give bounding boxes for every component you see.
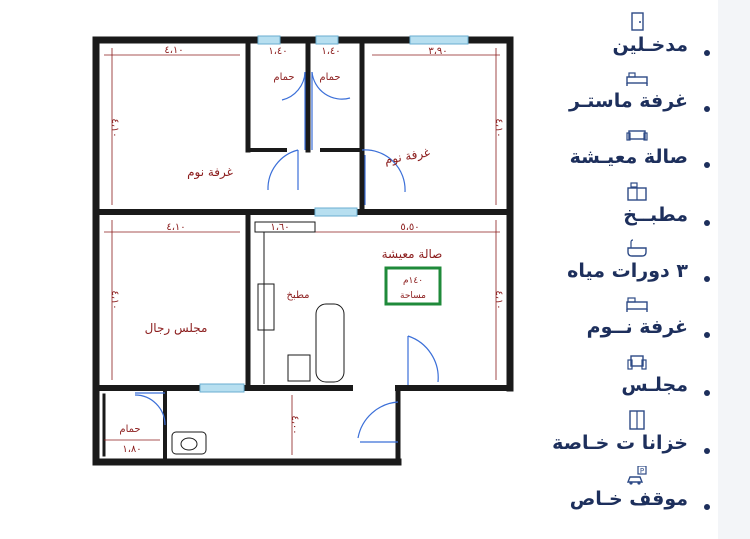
room-majlis: مجلس رجال xyxy=(145,321,208,336)
area-box-label: مساحة xyxy=(400,291,426,301)
dimension-label: ٤،١٠ xyxy=(164,45,183,56)
feature-label: مطبــخ xyxy=(623,204,688,226)
bullet-icon xyxy=(704,220,710,226)
feature-item: غرفة نــوم xyxy=(488,292,688,340)
feature-item: خزانا ت خـاصة xyxy=(488,408,688,456)
bathtub-icon xyxy=(627,239,647,257)
bullet-icon xyxy=(704,504,710,510)
dimension-label: ٤،١٠ xyxy=(166,222,185,233)
windows xyxy=(199,35,469,393)
feature-item: صالة معيـشة xyxy=(488,122,688,170)
bullet-icon xyxy=(704,162,710,168)
feature-label: صالة معيـشة xyxy=(569,146,688,168)
bullet-icon xyxy=(704,50,710,56)
kitchen-icon xyxy=(627,182,647,201)
features-list: مدخـلين غرفة ماستـر صالة معيـشة مطبــخ ٣ دور… xyxy=(520,0,750,539)
kitchen-fixtures xyxy=(254,221,345,384)
armchair-icon xyxy=(627,355,647,370)
dimension-lines xyxy=(104,48,500,455)
bullet-icon xyxy=(704,448,710,454)
room-labels: غرفة نوم غرفة نوم حمام حمام حمام صالة مع… xyxy=(119,72,442,435)
parking-icon: P xyxy=(626,466,647,485)
bullet-icon xyxy=(704,276,710,282)
feature-item: ٣ دورات مياه xyxy=(488,236,688,284)
area-box: ١٤٠م مساحة xyxy=(384,266,442,306)
walls xyxy=(92,36,514,466)
dimension-label: ٤،١٠ xyxy=(493,118,504,137)
room-bedroom-left: غرفة نوم xyxy=(187,165,233,180)
svg-text:P: P xyxy=(640,467,644,475)
dimension-label: ١،٤٠ xyxy=(268,46,287,57)
dimension-label: ٤،١٠ xyxy=(109,118,120,137)
feature-item: مجلـس xyxy=(488,350,688,398)
feature-item: غرفة ماستـر xyxy=(488,66,688,114)
wardrobe-icon xyxy=(629,410,645,430)
room-kitchen: مطبخ xyxy=(286,290,309,301)
feature-label: مدخـلين xyxy=(612,34,688,56)
feature-label: ٣ دورات مياه xyxy=(567,260,688,282)
bullet-icon xyxy=(704,106,710,112)
dimension-labels: ٤،١٠ ١،٤٠ ١،٤٠ ٣،٩٠ ٤،١٠ ٤،١٠ ٤،١٠ ١،٦٠ … xyxy=(109,45,504,455)
feature-label: موقف خـاص xyxy=(569,488,688,510)
dimension-label: ٤،١٠ xyxy=(109,290,120,309)
room-bedroom-right: غرفة نوم xyxy=(384,145,432,168)
entrance-door-icon xyxy=(631,12,644,31)
dimension-label: ٤،١٠ xyxy=(493,290,504,309)
room-bath-2: حمام xyxy=(319,72,340,83)
room-bath-3: حمام xyxy=(119,424,140,435)
dimension-label: ٣،٩٠ xyxy=(428,46,447,57)
feature-item: مدخـلين xyxy=(488,10,688,58)
side-strip xyxy=(718,0,750,539)
dimension-label: ١،٨٠ xyxy=(122,444,141,455)
bullet-icon xyxy=(704,390,710,396)
bullet-icon xyxy=(704,332,710,338)
area-box-value: ١٤٠م xyxy=(403,276,423,286)
feature-item: P موقف خـاص xyxy=(488,464,688,512)
feature-label: غرفة نــوم xyxy=(586,316,688,338)
dimension-label: ٤،٠٠ xyxy=(289,415,300,434)
room-bath-1: حمام xyxy=(273,72,294,83)
dimension-label: ٥،٥٠ xyxy=(400,222,419,233)
feature-label: مجلـس xyxy=(621,374,688,396)
dimension-label: ١،٤٠ xyxy=(321,46,340,57)
room-living: صالة معيشة xyxy=(382,247,443,261)
sofa-icon xyxy=(626,130,648,141)
bed-icon xyxy=(626,297,648,312)
toilet-fixture xyxy=(171,431,207,455)
feature-label: غرفة ماستـر xyxy=(568,90,688,112)
dimension-label: ١،٦٠ xyxy=(270,222,289,233)
master-bed-icon xyxy=(626,72,648,86)
feature-label: خزانا ت خـاصة xyxy=(552,432,688,454)
feature-item: مطبــخ xyxy=(488,180,688,228)
doors xyxy=(134,71,439,443)
